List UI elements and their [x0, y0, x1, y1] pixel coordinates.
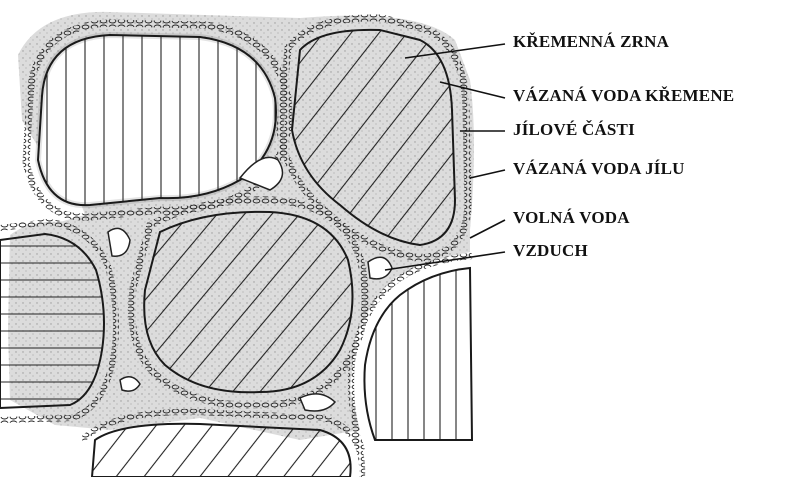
label-quartz-grains: KŘEMENNÁ ZRNA [513, 32, 669, 52]
label-free-water: VOLNÁ VODA [513, 208, 630, 228]
label-clay-bound-water: VÁZANÁ VODA JÍLU [513, 159, 685, 179]
leader-free-water [470, 220, 505, 238]
label-quartz-bound-water: VÁZANÁ VODA KŘEMENE [513, 86, 734, 106]
leader-clay-bound-water [470, 170, 505, 178]
label-air: VZDUCH [513, 241, 588, 261]
label-clay-particles: JÍLOVÉ ČÁSTI [513, 120, 635, 140]
